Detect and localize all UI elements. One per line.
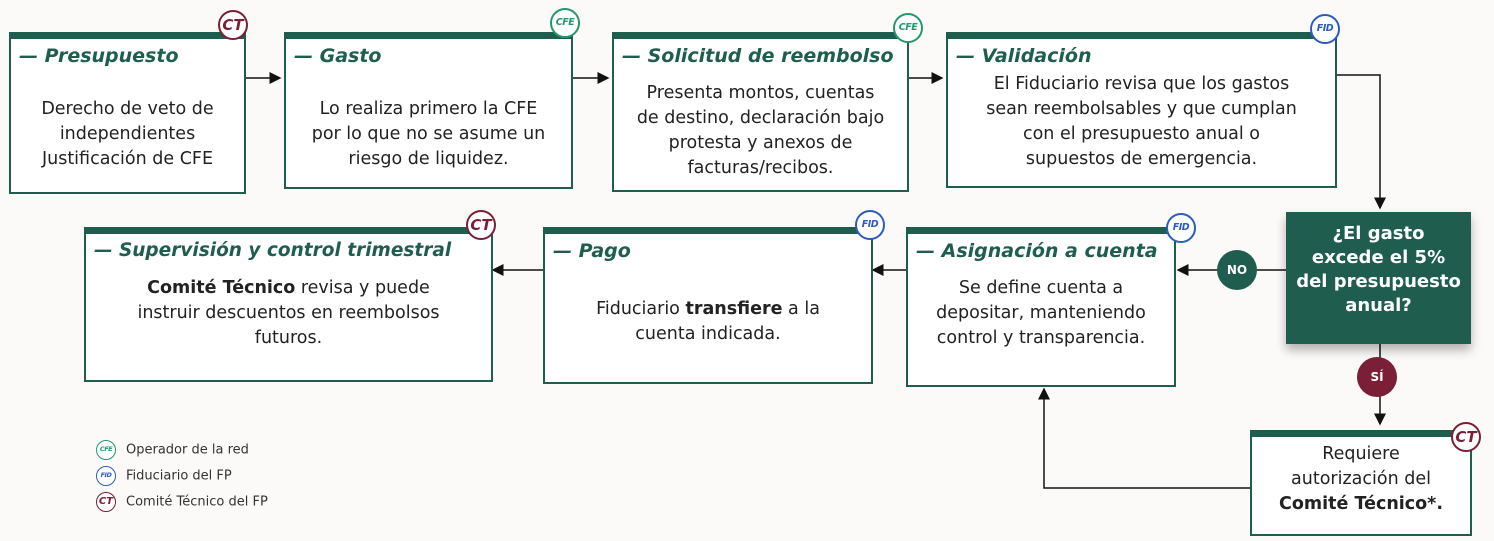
step-gasto: — Gasto Lo realiza primero la CFE por lo… [284, 32, 573, 189]
step-autorizacion-comite: Requiere autorización del Comité Técnico… [1250, 430, 1472, 536]
step-body: El Fiduciario revisa que los gastos sean… [986, 74, 1297, 169]
step-body: Lo realiza primero la CFE por lo que no … [311, 99, 546, 169]
step-presupuesto: — Presupuesto Derecho de veto de indepen… [9, 32, 246, 194]
step-title: — Gasto [294, 45, 382, 67]
step-asignacion-cuenta: — Asignación a cuenta Se define cuenta a… [906, 227, 1176, 387]
step-body: Presenta montos, cuentas de destino, dec… [636, 83, 885, 178]
step-body: Fiduciario transfiere a la cuenta indica… [596, 299, 820, 344]
step-body: Se define cuenta a depositar, manteniend… [936, 278, 1146, 348]
step-body: Derecho de veto de independientes Justif… [41, 99, 214, 169]
step-title: — Solicitud de reembolso [622, 45, 894, 67]
step-title: — Pago [553, 240, 631, 262]
step-title: — Presupuesto [19, 45, 179, 67]
cfe-icon: CFE [96, 440, 116, 460]
step-solicitud-reembolso: — Solicitud de reembolso Presenta montos… [612, 32, 909, 192]
no-label: NO [1217, 250, 1257, 290]
fiduciario-icon: FID [1166, 213, 1196, 243]
step-pago: — Pago Fiduciario transfiere a la cuenta… [543, 227, 873, 384]
arrow-4-decision [1337, 74, 1386, 210]
ct-icon: CT [218, 10, 248, 40]
cfe-icon: CFE [550, 8, 580, 38]
arrow-5-6 [1038, 387, 1250, 489]
ct-icon: CT [466, 210, 496, 240]
fiduciario-icon: FID [96, 466, 116, 486]
step-body: Comité Técnico revisa y puede instruir d… [137, 278, 440, 348]
fiduciario-icon: FID [855, 210, 885, 240]
ct-icon: CT [1451, 422, 1481, 452]
step-body: Requiere autorización del Comité Técnico… [1279, 444, 1443, 514]
cfe-icon: CFE [893, 13, 923, 43]
step-validacion: — Validación El Fiduciario revisa que lo… [946, 32, 1337, 188]
decision-box: ¿El gasto excede el 5% del presupuesto a… [1286, 212, 1471, 344]
step-title: — Validación [956, 45, 1092, 67]
fiduciario-icon: FID [1310, 14, 1340, 44]
yes-label: SÍ [1357, 357, 1397, 397]
step-supervision-control: — Supervisión y control trimestral Comit… [84, 227, 493, 382]
step-title: — Asignación a cuenta [916, 240, 1158, 262]
ct-icon: CT [96, 492, 116, 512]
step-title: — Supervisión y control trimestral [94, 240, 452, 261]
